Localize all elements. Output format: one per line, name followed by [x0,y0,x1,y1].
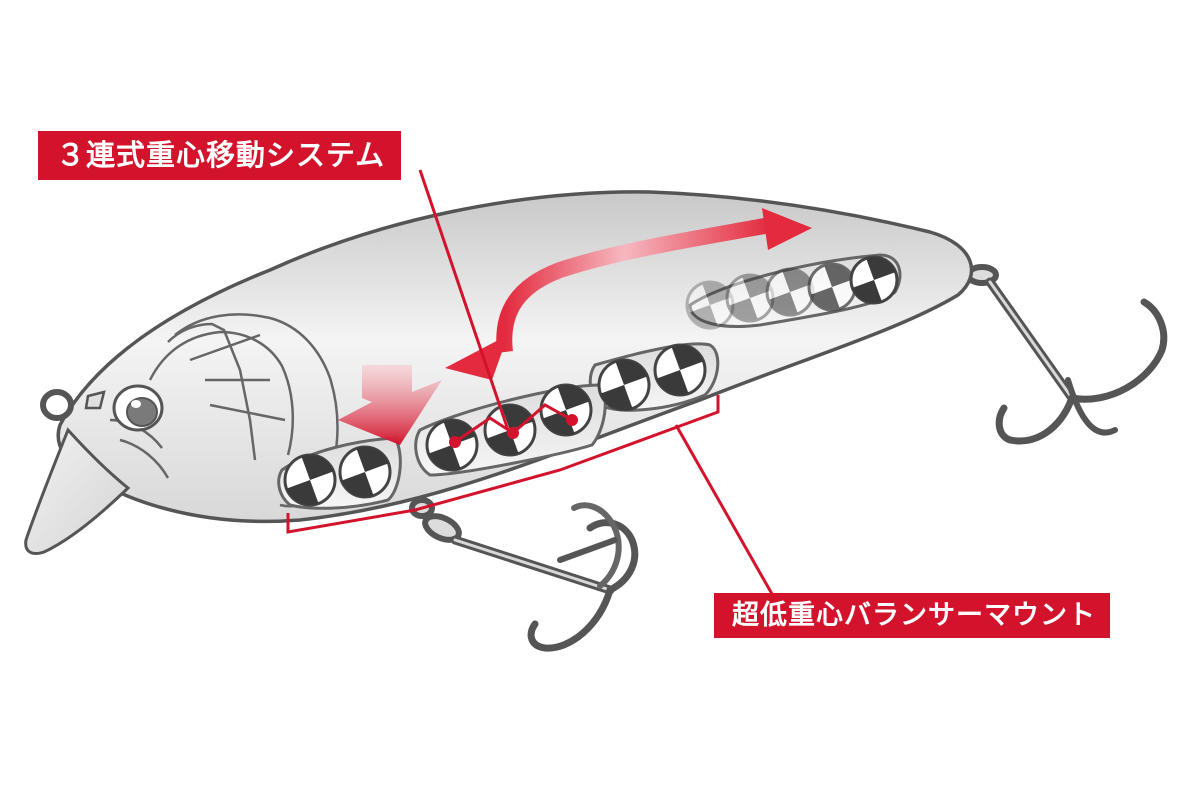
weight-ball-icon [725,273,775,323]
callout-top-leader [418,169,510,431]
weight-ball-icon [685,280,735,330]
diving-lip [24,427,131,555]
arrow-head-rear [762,208,812,250]
callout-label-balancer-mount: 超低重心バランサーマウント [714,593,1110,638]
weight-ball-icon [283,453,337,507]
lure-eye-icon [112,384,164,432]
ghost-weight-balls [685,255,899,330]
lure-body [56,190,974,524]
rear-treble-hook-icon [965,264,1168,445]
weight-ball-icon [539,383,593,437]
weight-ball-icon [765,267,815,317]
weight-ball-icon [338,445,392,499]
gravity-arrow-icon [338,365,442,445]
lure-head [109,313,339,508]
weight-ball-icon [597,358,651,412]
weight-movement-arrow-icon [496,217,772,353]
arrow-head-front [445,335,508,380]
weight-ball-icon [807,262,857,312]
weight-linkage [449,403,578,448]
weight-ball-icon [849,255,899,305]
balancer-bracket [286,395,774,595]
weight-ball-icon [653,343,707,397]
belly-treble-hook-icon [409,497,639,652]
line-tie-icon [40,389,106,421]
callout-label-shift-system: ３連式重心移動システム [38,131,402,180]
